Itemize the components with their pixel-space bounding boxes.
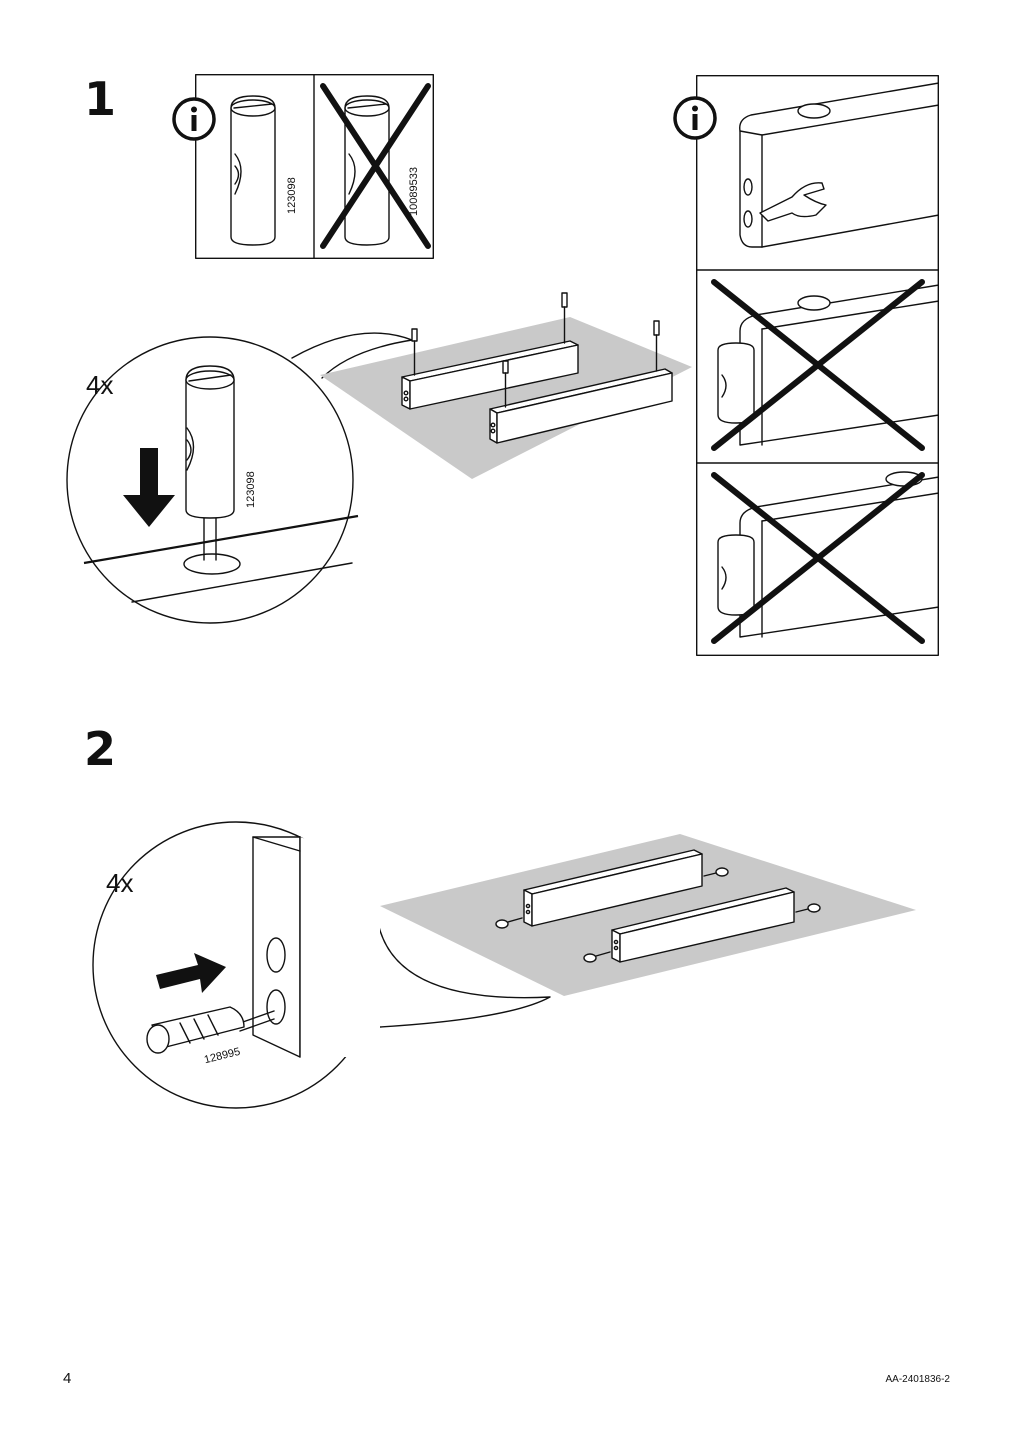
- page-number: 4: [63, 1370, 72, 1387]
- info-icon: [672, 95, 718, 141]
- info-panel-cam-nut: 123098 10089533: [172, 74, 434, 259]
- quantity-label: 4x: [106, 868, 134, 898]
- step-number: 2: [84, 722, 117, 776]
- part-number-wrong: 10089533: [408, 167, 420, 216]
- part-number-correct: 123098: [286, 177, 298, 214]
- callout-part-number: 123098: [245, 471, 257, 508]
- callout-insert-nut: 4x 123098: [60, 320, 420, 640]
- step-number: 1: [84, 72, 117, 126]
- callout-insert-bolt: 4x 128995: [90, 815, 560, 1115]
- orientation-panel: [673, 75, 939, 656]
- info-icon: [171, 96, 217, 142]
- rails-assembly-step1: [320, 285, 700, 485]
- rails-assembly-step2: [380, 830, 920, 1000]
- document-code: AA-2401836-2: [885, 1374, 951, 1385]
- quantity-label: 4x: [86, 370, 114, 400]
